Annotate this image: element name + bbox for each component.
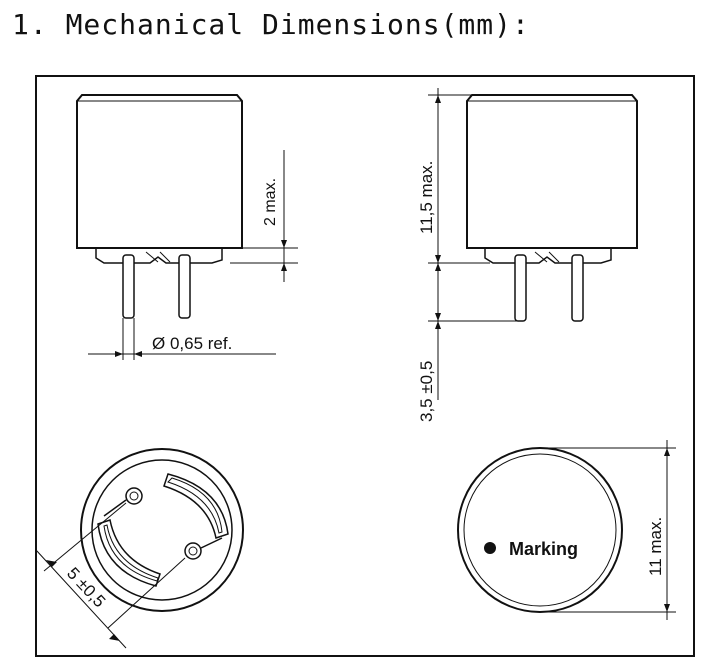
top-view — [457, 440, 676, 620]
top-view-inner-circle — [463, 453, 617, 607]
side-view-pin-left — [514, 254, 527, 322]
bottom-view-inner-circle — [91, 459, 233, 601]
dimension-body-height: 11,5 max. — [417, 161, 436, 234]
front-view-pin-right — [178, 254, 191, 319]
marking-dot — [484, 542, 496, 554]
bottom-view-pin-pad-1 — [125, 487, 143, 505]
bottom-view-slot-lower — [97, 519, 161, 587]
bottom-view-slot-upper — [163, 473, 229, 539]
marking-label: Marking — [509, 539, 578, 559]
dimension-diameter: 11 max. — [646, 517, 665, 576]
front-view-pin-left — [122, 254, 135, 319]
front-view-body — [76, 94, 243, 249]
bottom-view — [35, 448, 244, 649]
top-view-outer-circle — [457, 447, 623, 613]
bottom-view-pin-pad-2 — [184, 542, 202, 560]
page-title: 1. Mechanical Dimensions(mm): — [12, 8, 530, 41]
side-view-body — [466, 94, 638, 249]
front-view — [76, 94, 298, 360]
side-view-pin-right — [571, 254, 584, 322]
front-view-base — [95, 247, 223, 264]
bottom-view-outer-circle — [80, 448, 244, 612]
dimension-pin-diameter: Ø 0,65 ref. — [152, 334, 232, 353]
dimension-pin-length: 3,5 ±0,5 — [417, 361, 436, 422]
side-view — [428, 88, 638, 400]
drawing-frame — [35, 75, 695, 657]
side-view-base — [484, 247, 612, 264]
dimension-height-above-board: 2 max. — [262, 178, 279, 226]
